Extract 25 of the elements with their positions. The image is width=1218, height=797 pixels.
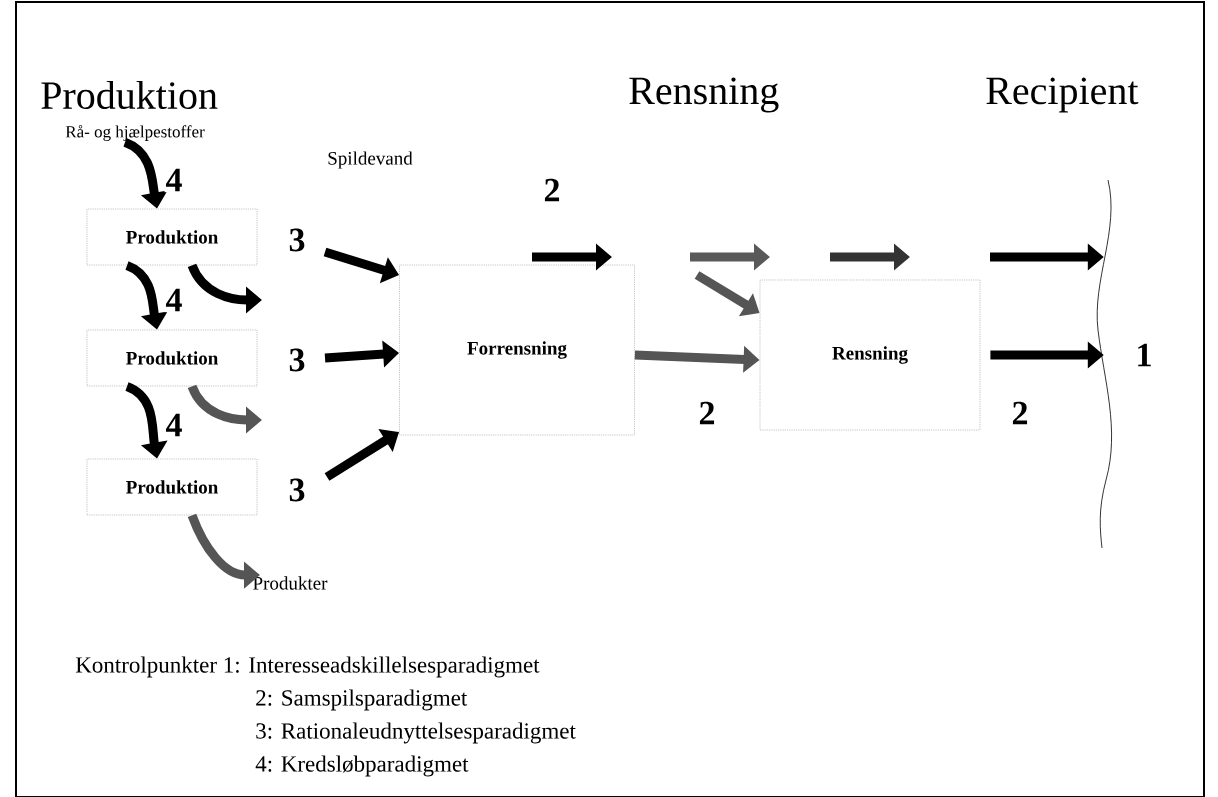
edge-label: 3 <box>287 347 307 373</box>
process-box: Forrensning <box>399 264 635 436</box>
legend-text: Kontrolpunkter 1: Interesseadskillelsesparadigmet <box>75 656 540 678</box>
column-heading: Produktion <box>41 80 218 110</box>
edge-label: 3 <box>287 477 307 503</box>
flow-label: Spildevand <box>328 151 413 169</box>
edge-label: 4 <box>164 167 184 193</box>
callout-number: 2 <box>1012 401 1028 425</box>
process-box: Rensning <box>759 279 981 431</box>
legend-text: 3: Rationaleudnyttelsesparadigmet <box>256 722 576 744</box>
column-heading: Recipient <box>986 77 1139 113</box>
flow-text: Produkter <box>253 576 328 590</box>
column-heading: Rensning <box>629 77 779 113</box>
process-box: Produktion <box>86 458 258 516</box>
callout-number: 2 <box>699 401 715 425</box>
edge-label: 3 <box>287 227 307 253</box>
process-box: Produktion <box>86 208 258 266</box>
legend-text: 2: Samspilsparadigmet <box>256 689 468 711</box>
process-box: Produktion <box>86 329 258 387</box>
callout-number: 2 <box>544 178 560 202</box>
recipient-wave: 1 <box>1096 179 1151 549</box>
flow-text: Rå- og hjælpestoffer <box>65 125 205 141</box>
edge-label: 4 <box>164 412 184 438</box>
legend-text: 4: Kredsløbparadigmet <box>255 755 469 777</box>
edge-label: 4 <box>164 287 184 313</box>
